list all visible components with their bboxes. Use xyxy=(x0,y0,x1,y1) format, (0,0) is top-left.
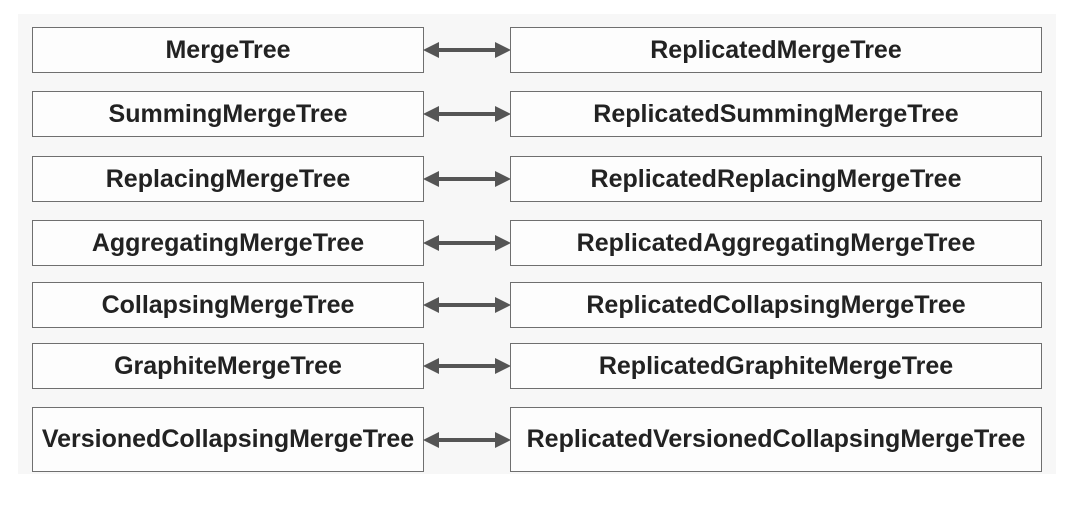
bidirectional-arrow-icon xyxy=(423,171,511,187)
engine-box-versioned-collapsing-mergetree: VersionedCollapsingMergeTree xyxy=(32,407,424,472)
engine-box-collapsing-mergetree: CollapsingMergeTree xyxy=(32,282,424,328)
engine-box-mergetree: MergeTree xyxy=(32,27,424,73)
bidirectional-arrow-icon xyxy=(423,297,511,313)
bidirectional-arrow-icon xyxy=(423,42,511,58)
bidirectional-arrow-icon xyxy=(423,106,511,122)
bidirectional-arrow-icon xyxy=(423,235,511,251)
engine-box-replicated-collapsing-mergetree: ReplicatedCollapsingMergeTree xyxy=(510,282,1042,328)
engine-box-replicated-aggregating-mergetree: ReplicatedAggregatingMergeTree xyxy=(510,220,1042,266)
engine-box-replicated-replacing-mergetree: ReplicatedReplacingMergeTree xyxy=(510,156,1042,202)
engine-box-summing-mergetree: SummingMergeTree xyxy=(32,91,424,137)
engine-box-graphite-mergetree: GraphiteMergeTree xyxy=(32,343,424,389)
bidirectional-arrow-icon xyxy=(423,432,511,448)
bidirectional-arrow-icon xyxy=(423,358,511,374)
engine-box-replicated-graphite-mergetree: ReplicatedGraphiteMergeTree xyxy=(510,343,1042,389)
engine-box-replicated-mergetree: ReplicatedMergeTree xyxy=(510,27,1042,73)
engine-box-replicated-versioned-collapsing-mergetree: ReplicatedVersionedCollapsingMergeTree xyxy=(510,407,1042,472)
engine-box-aggregating-mergetree: AggregatingMergeTree xyxy=(32,220,424,266)
engine-box-replicated-summing-mergetree: ReplicatedSummingMergeTree xyxy=(510,91,1042,137)
engine-box-replacing-mergetree: ReplacingMergeTree xyxy=(32,156,424,202)
